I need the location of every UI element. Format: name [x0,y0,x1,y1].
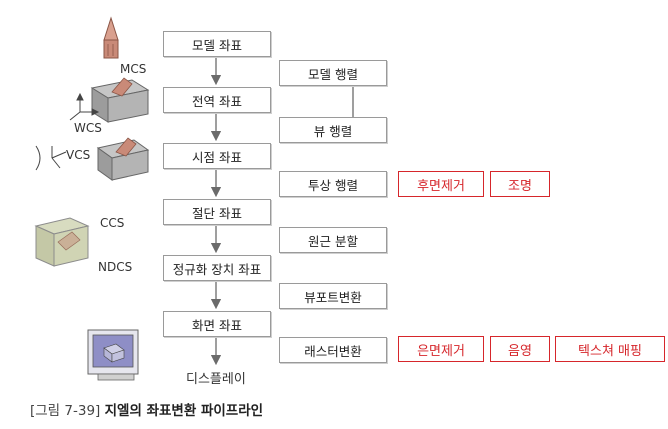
tag-lighting: 조명 [490,171,550,197]
label-ndcs: NDCS [98,260,133,274]
label-ccs: CCS [100,216,125,230]
tag-texture-mapping: 텍스쳐 매핑 [555,336,665,362]
vcs-axes-icon [35,145,67,171]
label-mcs: MCS [120,62,147,76]
view-box-icon [96,137,150,181]
transform-box-rasterization: 래스터변환 [279,337,387,363]
figure-caption: [그림 7-39] 지엘의 좌표변환 파이프라인 [30,399,263,419]
transform-box-model-matrix: 모델 행렬 [279,60,387,86]
transform-box-view-matrix: 뷰 행렬 [279,117,387,143]
transform-box-projection-matrix: 투상 행렬 [279,171,387,197]
pipeline-box-ndc-coords: 정규화 장치 좌표 [163,255,271,281]
pipeline-box-view-coords: 시점 좌표 [163,143,271,169]
pipeline-box-clip-coords: 절단 좌표 [163,199,271,225]
tag-shading: 음영 [490,336,550,362]
label-wcs: WCS [74,121,102,135]
pipeline-box-screen-coords: 화면 좌표 [163,311,271,337]
transform-box-viewport-transform: 뷰포트변환 [279,283,387,309]
world-box-icon [90,77,150,123]
monitor-icon [87,329,139,381]
model-object-icon [103,16,119,59]
display-label: 디스플레이 [186,372,246,387]
pipeline-box-model-coords: 모델 좌표 [163,31,271,57]
wcs-axes-icon [69,92,100,121]
clip-volume-icon [34,217,90,267]
pipeline-box-world-coords: 전역 좌표 [163,87,271,113]
figure-title: 지엘의 좌표변환 파이프라인 [104,403,264,419]
tag-hidden-surface-removal: 은면제거 [398,336,484,362]
figure-number: [그림 7-39] [30,403,101,419]
transform-box-perspective-divide: 원근 분할 [279,227,387,253]
label-vcs: VCS [66,148,91,162]
tag-backface-culling: 후면제거 [398,171,484,197]
